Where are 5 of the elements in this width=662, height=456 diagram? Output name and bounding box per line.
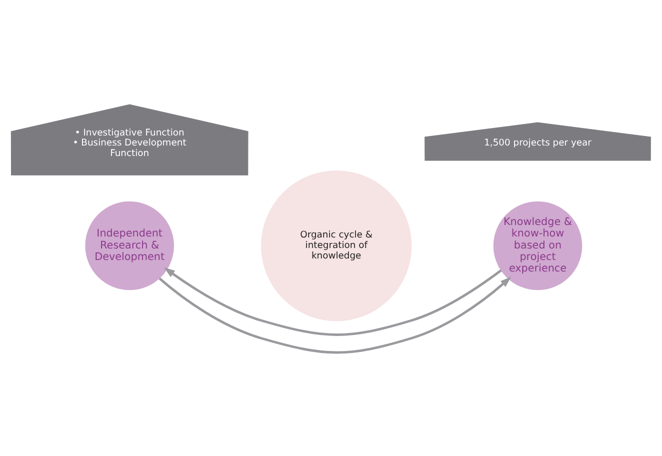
node-circle: Organic cycle & integration of knowledge	[261, 170, 412, 321]
node-circle: Knowledge & know-how based on project experience	[493, 200, 582, 290]
arrow	[158, 276, 512, 354]
arrow	[164, 266, 502, 336]
node-circle: Independent Research & Development	[85, 200, 174, 290]
